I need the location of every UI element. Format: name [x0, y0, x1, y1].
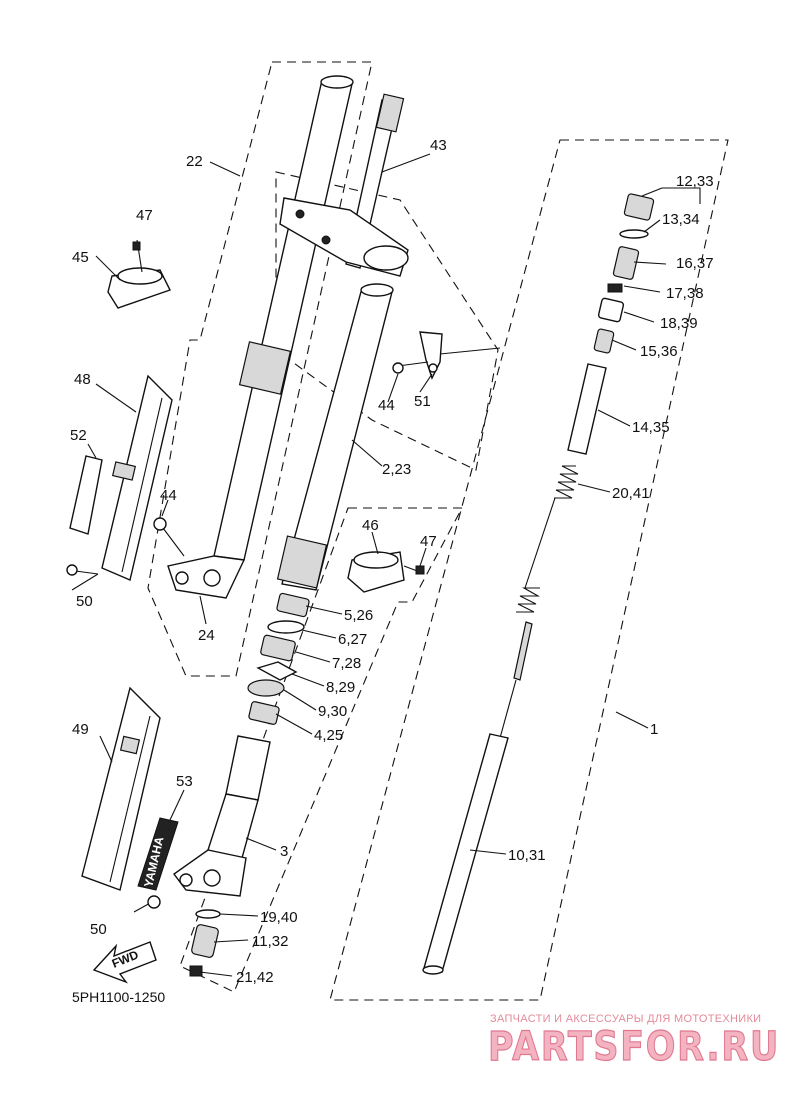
callout-43: 43 [430, 137, 447, 154]
fork-guard-upper [66, 374, 173, 581]
callout-6-27: 6,27 [338, 631, 367, 648]
callout-44: 44 [160, 487, 177, 504]
guard-bolt-lower [133, 895, 161, 913]
base-valve-parts [189, 909, 221, 977]
callout-24: 24 [198, 627, 215, 644]
callout-11-32: 11,32 [252, 933, 288, 950]
callout-47: 47 [136, 207, 153, 224]
fork-guard-lower: YAMAHA [81, 686, 179, 891]
callout-15-36: 15,36 [640, 343, 678, 360]
inner-tube [276, 283, 394, 591]
callout-1: 1 [650, 721, 658, 738]
watermark-logo: PARTSFOR.RU [488, 1024, 780, 1070]
callout-12-33: 12,33 [676, 173, 714, 190]
forward-arrow-icon: FWD [92, 941, 157, 984]
fork-clamp-46 [347, 551, 425, 593]
callout-5-26: 5,26 [344, 607, 373, 624]
callout-53: 53 [176, 773, 193, 790]
damper-assembly [422, 193, 655, 975]
callout-19-40: 19,40 [260, 909, 298, 926]
callout-50: 50 [76, 593, 93, 610]
callout-9-30: 9,30 [318, 703, 347, 720]
watermark: ЗАПЧАСТИ И АКСЕССУАРЫ ДЛЯ МОТОТЕХНИКИ PA… [487, 1013, 780, 1071]
callout-14-35: 14,35 [632, 419, 670, 436]
axle-clamp-bolt [153, 517, 185, 557]
callout-20-41: 20,41 [612, 485, 650, 502]
callout-2-23: 2,23 [382, 461, 411, 478]
callout-18-39: 18,39 [660, 315, 698, 332]
upper-triple-clamp [279, 197, 409, 277]
inner-tube-lower [173, 735, 271, 897]
callout-8-29: 8,29 [326, 679, 355, 696]
callout-labels: 22 43 47 45 48 52 44 50 24 44 51 2,23 46… [70, 137, 714, 986]
callout-49: 49 [72, 721, 89, 738]
callout-44: 44 [378, 397, 395, 414]
watermark-tagline: ЗАПЧАСТИ И АКСЕССУАРЫ ДЛЯ МОТОТЕХНИКИ [490, 1013, 761, 1025]
callout-17-38: 17,38 [666, 285, 704, 302]
callout-3: 3 [280, 843, 288, 860]
fork-clamp-45 [107, 239, 171, 309]
callout-47: 47 [420, 533, 437, 550]
callout-45: 45 [72, 249, 89, 266]
callout-10-31: 10,31 [508, 847, 546, 864]
callout-4-25: 4,25 [314, 727, 343, 744]
callout-50: 50 [90, 921, 107, 938]
seal-bushing-stack [247, 592, 310, 725]
callout-16-37: 16,37 [676, 255, 714, 272]
callout-22: 22 [186, 153, 203, 170]
callout-52: 52 [70, 427, 87, 444]
leader-lines [71, 153, 701, 977]
callout-51: 51 [414, 393, 431, 410]
callout-46: 46 [362, 517, 379, 534]
callout-13-34: 13,34 [662, 211, 700, 228]
drawing-code: 5PH1100-1250 [72, 989, 165, 1005]
callout-48: 48 [74, 371, 91, 388]
callout-21-42: 21,42 [236, 969, 274, 986]
brake-hose-bracket [392, 331, 443, 380]
callout-7-28: 7,28 [332, 655, 361, 672]
outer-tube-left [167, 75, 354, 599]
